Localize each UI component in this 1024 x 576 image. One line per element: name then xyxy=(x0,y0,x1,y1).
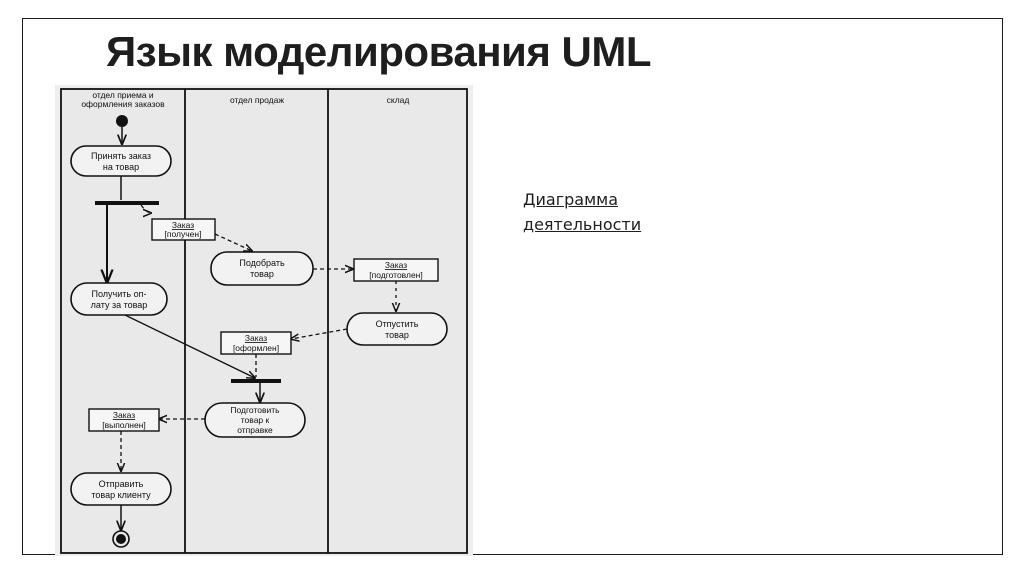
action-get-payment xyxy=(70,282,168,316)
action-prepare-shipping-line2: товар к xyxy=(241,415,270,425)
action-release-goods-line2: товар xyxy=(385,330,409,340)
action-prepare-shipping-line1: Подготовить xyxy=(230,405,280,415)
action-release-goods-line1: Отпустить xyxy=(376,319,419,329)
object-order-received-name: Заказ xyxy=(172,220,194,230)
action-prepare-shipping xyxy=(204,402,306,438)
object-order-prepared-name: Заказ xyxy=(385,260,407,270)
final-node-dot xyxy=(116,534,126,544)
object-order-issued-name: Заказ xyxy=(245,333,267,343)
action-send-to-client-line1: Отправить xyxy=(99,479,144,489)
object-order-received xyxy=(151,218,216,241)
action-get-payment-line1: Получить оп- xyxy=(92,289,147,299)
final-node-ring xyxy=(112,530,130,548)
lane-header-orders-line1: отдел приема и xyxy=(92,90,154,100)
flow-fork-to-order-received xyxy=(140,204,151,213)
activity-diagram: отдел приема и оформления заказов отдел … xyxy=(55,85,473,556)
object-order-received-state: [получен] xyxy=(165,229,202,239)
caption-line-2: деятельности xyxy=(523,215,642,234)
slide-title: Язык моделирования UML xyxy=(106,28,652,75)
diagram-caption: Диаграмма деятельности xyxy=(523,187,683,237)
action-accept-order-line1: Принять заказ xyxy=(91,151,151,161)
object-order-completed-state: [выполнен] xyxy=(102,420,146,430)
initial-node xyxy=(116,115,128,127)
object-order-issued-state: [оформлен] xyxy=(233,343,279,353)
flow-release-to-issued xyxy=(291,328,348,339)
action-accept-order-line2: на товар xyxy=(103,162,139,172)
object-order-completed-name: Заказ xyxy=(113,410,135,420)
action-pick-goods-line2: товар xyxy=(250,269,274,279)
action-get-payment-line2: лату за товар xyxy=(91,300,148,310)
action-prepare-shipping-line3: отправке xyxy=(237,425,273,435)
action-send-to-client xyxy=(70,472,172,506)
caption-line-1: Диаграмма xyxy=(523,190,619,209)
join-bar xyxy=(231,379,281,383)
object-order-prepared-state: [подготовлен] xyxy=(369,270,423,280)
fork-bar xyxy=(95,201,159,205)
action-pick-goods-line1: Подобрать xyxy=(239,258,285,268)
action-release-goods xyxy=(346,312,448,346)
lane-header-orders-line2: оформления заказов xyxy=(81,99,165,109)
flow-payment-to-join xyxy=(124,314,255,378)
action-send-to-client-line2: товар клиенту xyxy=(91,490,151,500)
lane-header-warehouse: склад xyxy=(387,95,410,105)
object-order-completed xyxy=(88,408,160,432)
lane-header-sales: отдел продаж xyxy=(230,95,284,105)
